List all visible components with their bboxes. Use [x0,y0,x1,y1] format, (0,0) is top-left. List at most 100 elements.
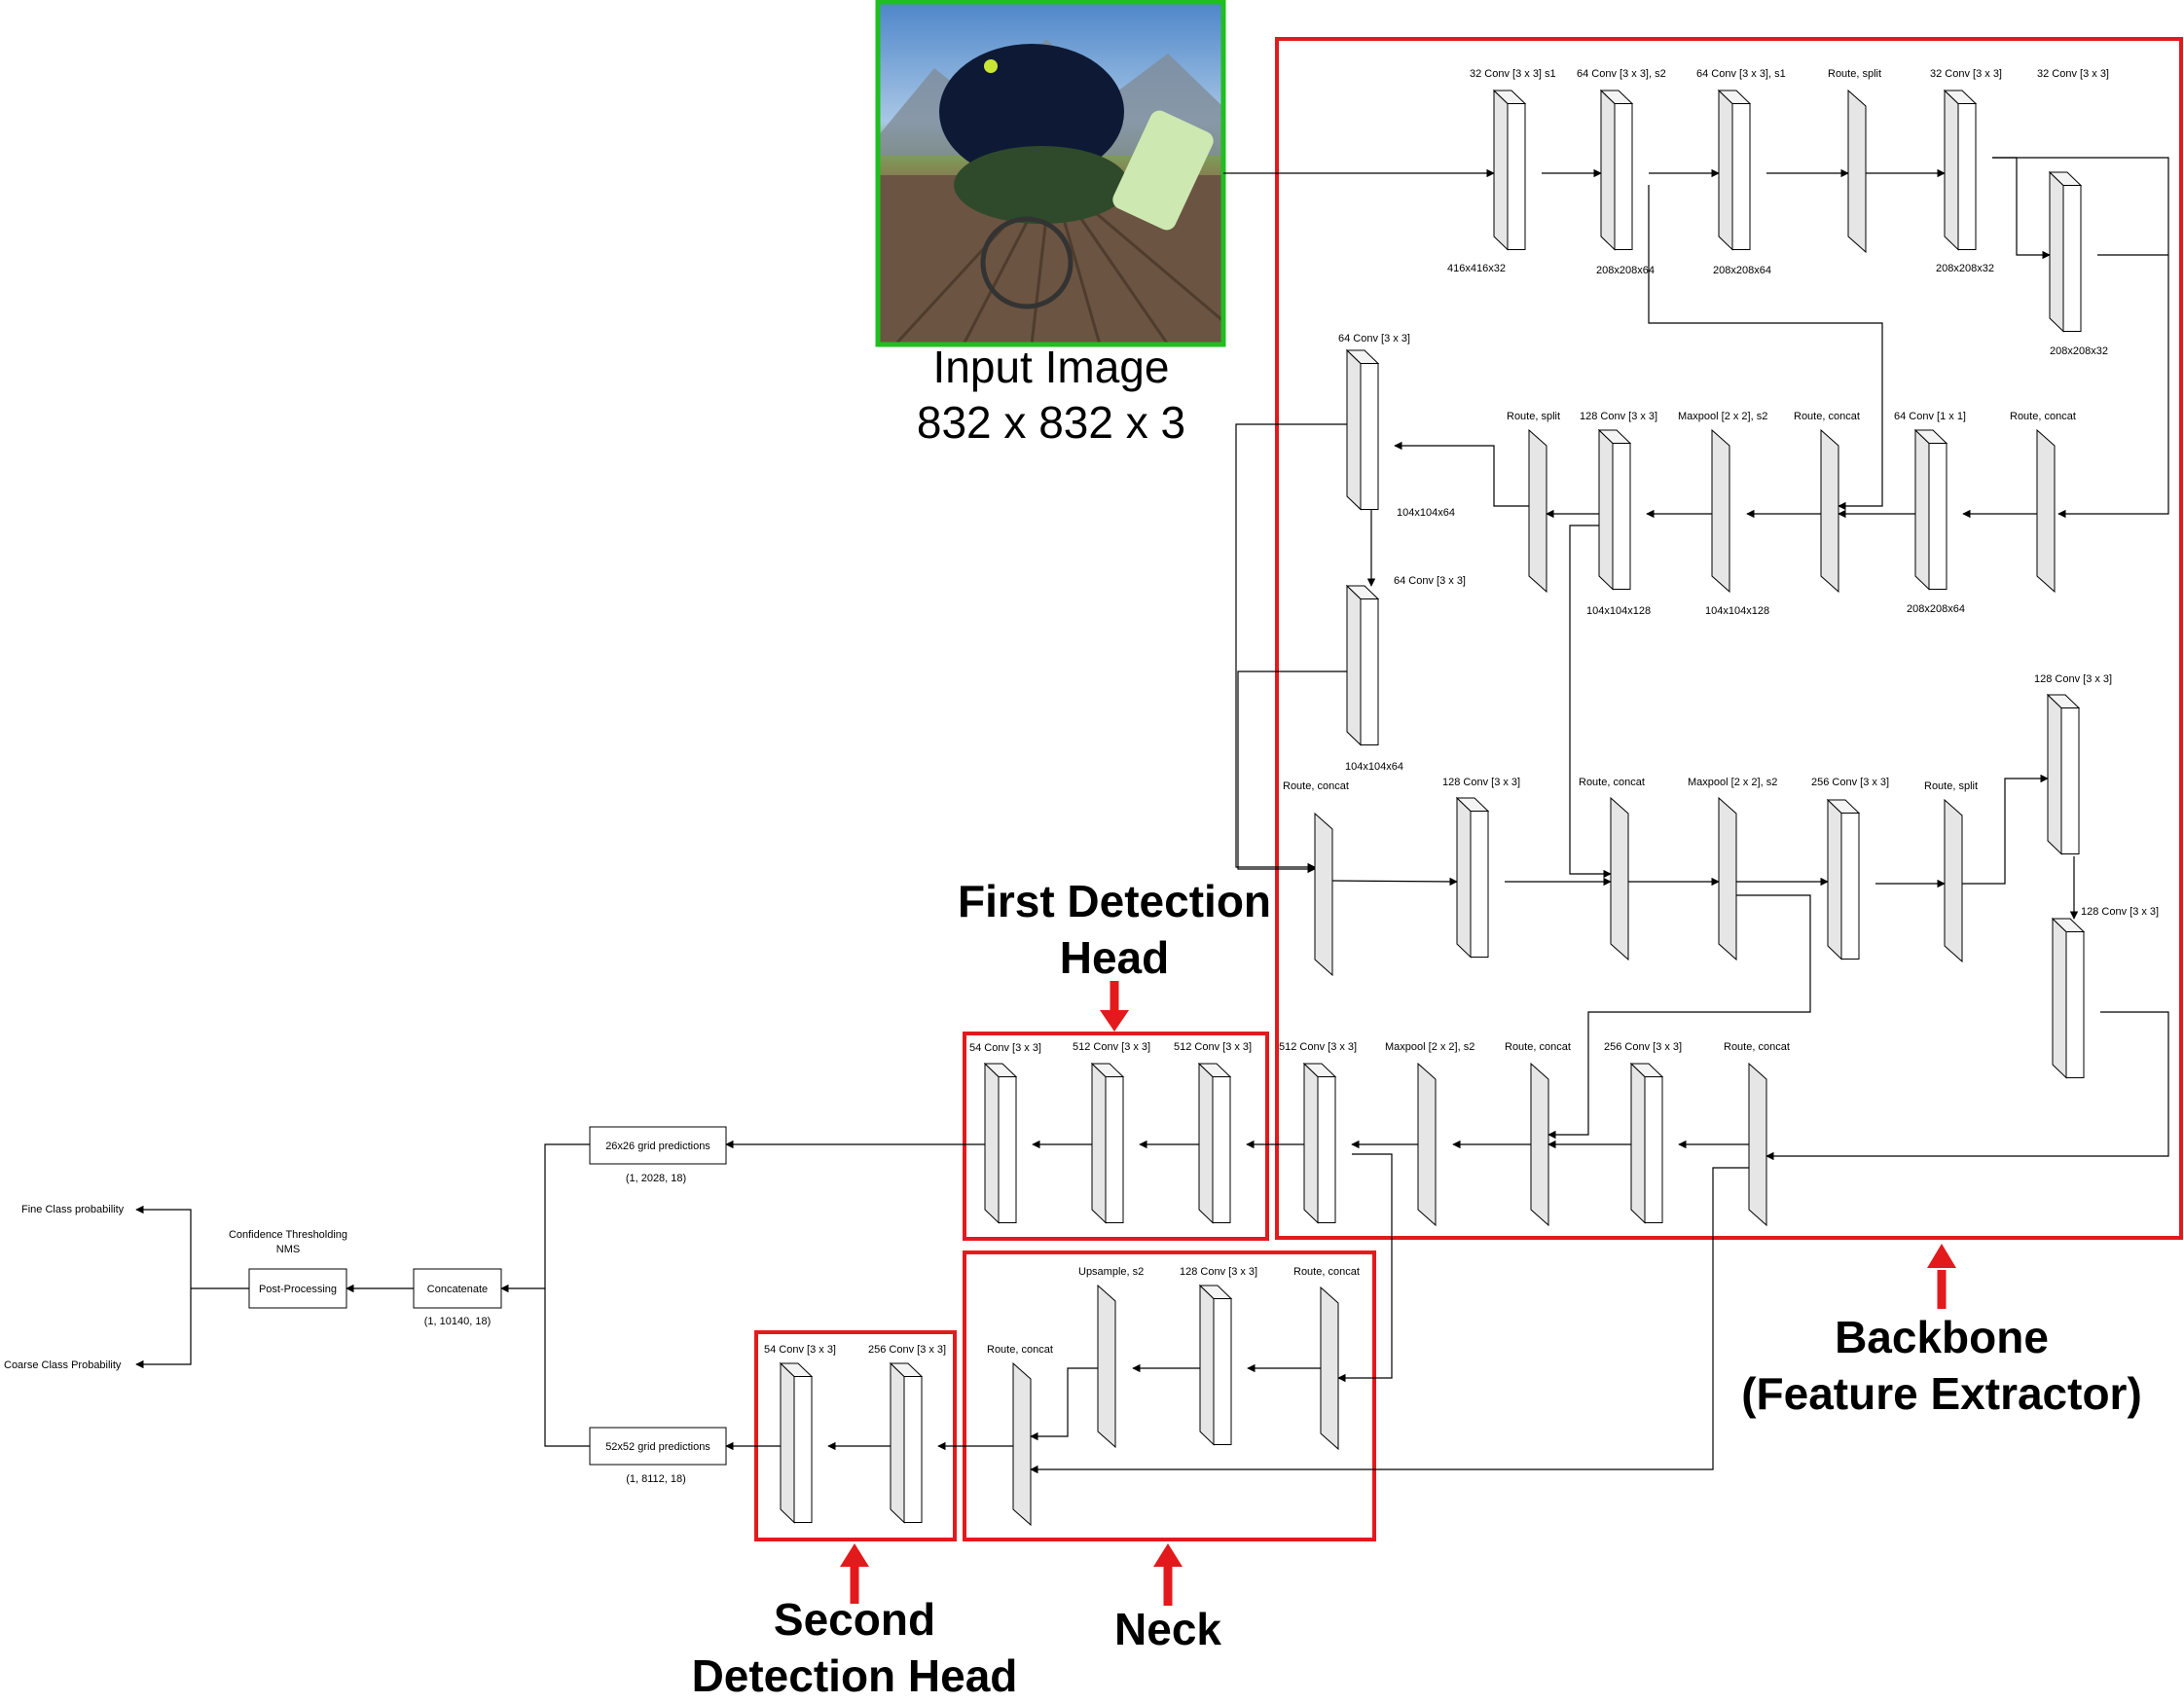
second-head-label-2: Detection Head [692,1650,1018,1701]
layer-label-n3: Route, concat [1293,1266,1360,1278]
dim-label-d3: 208x208x64 [1713,265,1771,276]
block-r2-4 [1712,430,1729,592]
grid26-box: 26x26 grid predictions [590,1127,726,1164]
layer-label-r4-3: 512 Conv [3 x 3] [1174,1041,1252,1053]
layer-label-r2-2: Route, split [1507,411,1560,422]
block-b4 [1848,91,1866,252]
block-b5 [1945,91,1976,250]
layer-label-r3-6: Route, split [1924,780,1978,792]
layer-label-r4-4: 512 Conv [3 x 3] [1279,1041,1357,1053]
block-n2 [1200,1286,1231,1445]
block-r2-2 [1529,430,1547,592]
concatenate-shape: (1, 10140, 18) [424,1316,491,1327]
block-h2-1 [781,1363,812,1523]
link-split-fine [136,1210,191,1288]
second-head-arrowhead [840,1543,869,1567]
post-note-1: Confidence Thresholding [229,1229,347,1241]
link-r3-1-r3-2 [1332,881,1457,882]
grid52-label: 52x52 grid predictions [605,1441,710,1453]
block-r3-7 [2048,695,2079,854]
backbone-arrowhead [1927,1244,1956,1268]
dim-label-d10: 104x104x64 [1345,761,1403,773]
block-r3-2 [1457,798,1488,958]
layer-label-r3-8: 128 Conv [3 x 3] [2081,906,2159,918]
block-r2-5 [1821,430,1838,592]
input-title-line1: Input Image [933,342,1170,392]
block-b2 [1601,91,1632,250]
block-r2-8 [1347,586,1378,745]
layer-label-r2-5: Route, concat [1794,411,1860,422]
layer-label-b5: 32 Conv [3 x 3] [1930,68,2002,80]
block-r3-3 [1611,798,1628,960]
link-split-coarse [136,1288,191,1364]
neck-label: Neck [1114,1604,1221,1654]
post-note-2: NMS [276,1244,300,1255]
layer-label-r4-5: Maxpool [2 x 2], s2 [1385,1041,1474,1053]
dim-label-d1: 416x416x32 [1447,263,1506,274]
input-title-line2: 832 x 832 x 3 [917,397,1185,448]
dim-label-d5: 208x208x32 [2050,345,2108,357]
link-r2-1-r3-1 [1236,424,1347,867]
link-grid26-concat [501,1144,590,1288]
link-grid52-concat [545,1288,590,1446]
block-b3 [1719,91,1750,250]
block-r4-7 [1631,1064,1662,1223]
layer-label-h2-2: 256 Conv [3 x 3] [868,1344,946,1356]
block-r2-3 [1599,430,1630,590]
grid26-label: 26x26 grid predictions [605,1141,710,1152]
block-r4-2 [1092,1064,1123,1223]
grid52-shape: (1, 8112, 18) [626,1473,686,1485]
first-head-label-1: First Detection [958,876,1271,926]
layer-label-r2-6: 64 Conv [1 x 1] [1894,411,1966,422]
layer-label-r4-1: 54 Conv [3 x 3] [969,1042,1041,1054]
layer-label-r2-4: Maxpool [2 x 2], s2 [1678,411,1767,422]
layer-label-r4-7: 256 Conv [3 x 3] [1604,1041,1682,1053]
link-r3-4-r4-6 [1548,895,1810,1135]
dim-label-d2: 208x208x64 [1596,265,1655,276]
block-n4 [1013,1363,1031,1525]
grid26-shape: (1, 2028, 18) [626,1173,686,1184]
layer-label-b2: 64 Conv [3 x 3], s2 [1577,68,1666,80]
concatenate-label: Concatenate [427,1284,488,1295]
block-b6 [2050,172,2081,332]
post-processing-label: Post-Processing [259,1284,337,1295]
link-b2-r2-5 [1649,185,1882,506]
dim-label-d8: 104x104x128 [1705,605,1769,617]
layer-label-n4: Route, concat [987,1344,1053,1356]
layer-label-h2-1: 54 Conv [3 x 3] [764,1344,836,1356]
layer-label-r2-7: Route, concat [2010,411,2076,422]
block-r2-1 [1347,350,1378,510]
layer-label-r4-8: Route, concat [1724,1041,1790,1053]
coarse-class-label: Coarse Class Probability [4,1359,122,1371]
layer-label-b6: 32 Conv [3 x 3] [2037,68,2109,80]
dim-label-d6: 104x104x64 [1397,507,1455,519]
layer-label-r2-3: 128 Conv [3 x 3] [1580,411,1657,422]
layer-label-r2-8: 64 Conv [3 x 3] [1394,575,1466,587]
layer-label-r3-1: Route, concat [1283,780,1349,792]
post-processing-box: Post-Processing [249,1269,346,1308]
dim-label-d4: 208x208x32 [1936,263,1994,274]
layer-label-r4-2: 512 Conv [3 x 3] [1073,1041,1150,1053]
block-r4-4 [1304,1064,1335,1223]
layer-label-r2-1: 64 Conv [3 x 3] [1338,333,1410,344]
first-head-arrowhead [1100,1010,1129,1032]
block-r4-8 [1749,1064,1766,1225]
block-r3-4 [1719,798,1736,960]
link-r3-8-right [1766,1012,2168,1156]
layer-label-r3-2: 128 Conv [3 x 3] [1442,777,1520,788]
layer-label-r3-3: Route, concat [1579,777,1645,788]
block-r4-1 [985,1064,1016,1223]
block-r4-3 [1199,1064,1230,1223]
dim-label-d9: 208x208x64 [1907,603,1965,615]
layer-label-b3: 64 Conv [3 x 3], s1 [1696,68,1786,80]
block-r4-5 [1418,1064,1436,1225]
dim-label-d7: 104x104x128 [1586,605,1651,617]
layer-label-n2: 128 Conv [3 x 3] [1180,1266,1257,1278]
neck-arrowhead [1153,1543,1183,1567]
layer-label-b1: 32 Conv [3 x 3] s1 [1470,68,1556,80]
block-r3-8 [2053,919,2084,1078]
fine-class-label: Fine Class probability [21,1204,125,1215]
first-head-label-2: Head [1060,932,1169,983]
block-r3-1 [1315,814,1332,975]
link-r3-6-r3-7 [1962,779,2048,884]
